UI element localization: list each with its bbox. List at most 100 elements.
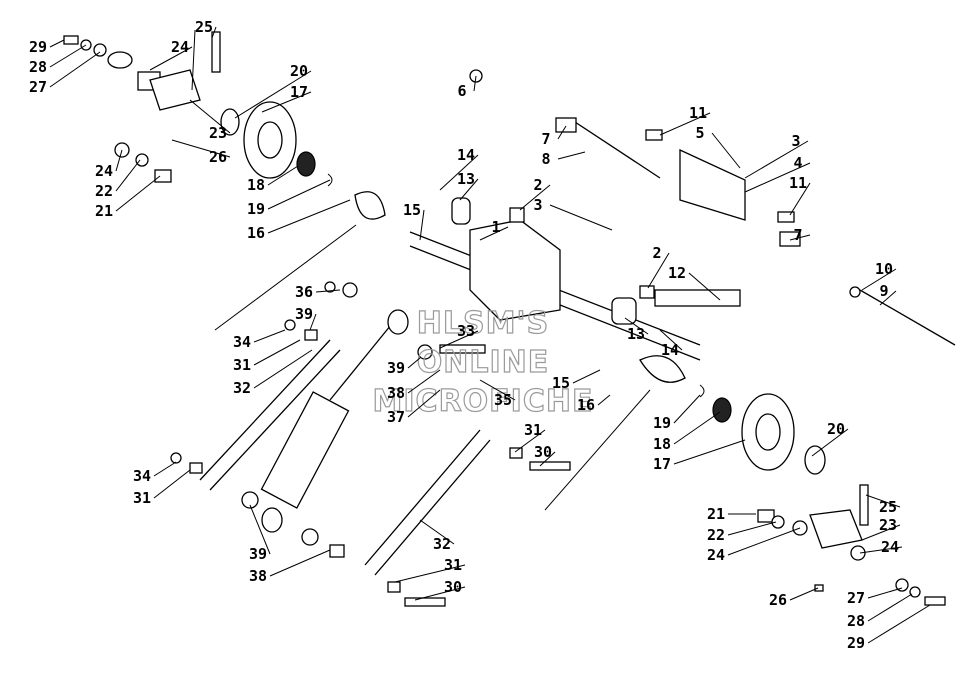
bushing-13-lower <box>611 297 637 325</box>
callout-leader <box>153 461 177 477</box>
callout-label-5: 5 <box>695 124 704 142</box>
callout-label-29: 29 <box>29 38 47 56</box>
callout-label-13: 13 <box>457 170 475 188</box>
callout-leader <box>234 70 312 119</box>
callout-leader <box>688 272 721 301</box>
nut-34-lower <box>170 452 182 464</box>
callout-label-30: 30 <box>444 578 462 596</box>
shock-37 <box>260 391 350 509</box>
snapring-19-upper <box>327 173 333 187</box>
washer-10 <box>849 286 861 298</box>
bolt-30-lower <box>404 597 446 607</box>
shock-and-links <box>170 281 571 607</box>
torsion-spring-16-right <box>639 355 686 383</box>
callout-leader <box>859 546 903 554</box>
callout-label-2: 2 <box>652 244 661 262</box>
callout-label-1: 1 <box>491 218 500 236</box>
callout-label-24: 24 <box>707 546 725 564</box>
callout-label-33: 33 <box>457 322 475 340</box>
bearing-20-upper <box>220 108 240 136</box>
bushing-7-upper <box>555 117 577 133</box>
callout-leader <box>49 44 87 68</box>
callout-label-32: 32 <box>233 379 251 397</box>
callout-leader <box>867 593 913 622</box>
callout-label-31: 31 <box>444 556 462 574</box>
bushing-21-lower <box>757 509 775 523</box>
callout-leader <box>419 209 425 241</box>
bushing-21-upper <box>154 169 172 183</box>
callout-leader <box>727 527 801 556</box>
shaft-8 <box>574 121 661 179</box>
callout-leader <box>865 494 901 508</box>
callout-label-26: 26 <box>209 148 227 166</box>
callout-leader <box>459 178 479 201</box>
bolt-25-upper <box>191 29 196 91</box>
bearing-18-upper <box>296 151 316 177</box>
callout-label-19: 19 <box>653 414 671 432</box>
callout-label-29: 29 <box>847 634 865 652</box>
callout-label-22: 22 <box>95 182 113 200</box>
callout-label-6: 6 <box>457 82 466 100</box>
callout-label-37: 37 <box>387 408 405 426</box>
callout-leader <box>211 26 217 39</box>
bolt-25-lower <box>859 484 869 526</box>
callout-leader <box>811 428 849 457</box>
center-frame <box>214 69 956 511</box>
callout-leader <box>49 39 65 48</box>
lower-right-wheel-assembly <box>712 393 946 606</box>
torsion-spring-16-left <box>354 191 386 220</box>
bushing-31-upper-left <box>304 329 318 341</box>
callout-label-30: 30 <box>534 443 552 461</box>
callout-label-16: 16 <box>577 396 595 414</box>
callout-label-22: 22 <box>707 526 725 544</box>
front-arm-1 <box>469 219 561 321</box>
callout-label-4: 4 <box>793 154 802 172</box>
callout-label-7: 7 <box>541 130 550 148</box>
link-32-left <box>209 349 341 491</box>
callout-label-21: 21 <box>95 202 113 220</box>
callout-leader <box>115 175 161 212</box>
callout-leader <box>414 586 466 601</box>
callout-leader <box>153 469 191 499</box>
callout-leader <box>673 394 701 424</box>
callout-label-27: 27 <box>847 589 865 607</box>
callout-leader <box>479 226 509 241</box>
link-32-right <box>374 439 491 576</box>
callout-leader <box>253 339 301 366</box>
callout-label-23: 23 <box>209 124 227 142</box>
callout-leader <box>711 132 741 169</box>
adjuster-23-lower <box>809 509 863 549</box>
callout-leader <box>647 252 670 289</box>
callout-label-39: 39 <box>249 545 267 563</box>
callout-leader <box>727 521 777 536</box>
bushing-38-lower <box>329 544 345 558</box>
spring-arm-left <box>214 224 357 331</box>
washer-27-upper <box>93 43 107 57</box>
bolt-11-lower <box>777 211 795 223</box>
spacer-upper <box>107 51 133 69</box>
callout-label-9: 9 <box>879 282 888 300</box>
bushing-13-upper <box>451 197 471 225</box>
callout-label-12: 12 <box>668 264 686 282</box>
callout-label-20: 20 <box>827 420 845 438</box>
callout-label-17: 17 <box>653 455 671 473</box>
callout-label-28: 28 <box>847 612 865 630</box>
callout-label-17: 17 <box>290 83 308 101</box>
callout-leader <box>149 46 193 71</box>
callout-label-26: 26 <box>769 591 787 609</box>
callout-label-24: 24 <box>171 38 189 56</box>
callout-label-25: 25 <box>879 498 897 516</box>
callout-leader <box>309 313 317 331</box>
snapring-19-lower <box>699 384 705 398</box>
callout-label-36: 36 <box>295 283 313 301</box>
callout-label-13: 13 <box>627 325 645 343</box>
watermark: HLSM'S ONLINE MICROFICHE <box>372 305 594 419</box>
callout-leader <box>315 289 341 293</box>
callout-leader <box>479 379 516 401</box>
watermark-line-3: MICROFICHE <box>373 384 594 419</box>
callout-leader <box>673 439 746 465</box>
callout-label-39: 39 <box>387 359 405 377</box>
bushing-31-lower <box>387 581 401 593</box>
callout-leader <box>394 564 466 583</box>
